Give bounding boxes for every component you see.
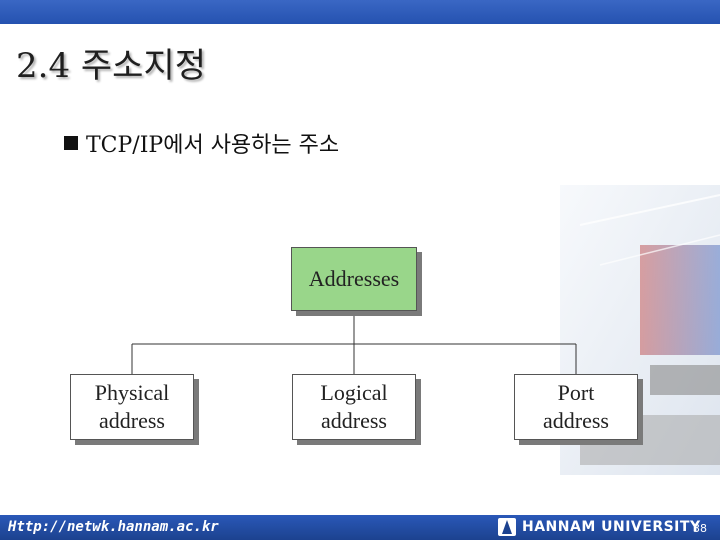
physical-address-label-line1: Physical <box>95 379 170 407</box>
university-name: HANNAM UNIVERSITY <box>522 519 701 535</box>
physical-address-label-line2: address <box>99 407 165 435</box>
logical-address-label-line1: Logical <box>320 379 387 407</box>
footer-url: Http://netwk.hannam.ac.kr <box>8 519 219 535</box>
logical-address-label-line2: address <box>321 407 387 435</box>
port-address-box: Port address <box>514 374 638 440</box>
logical-address-box: Logical address <box>292 374 416 440</box>
port-address-label-line2: address <box>543 407 609 435</box>
university-logo-icon <box>498 518 516 536</box>
port-address-label-line1: Port <box>558 379 595 407</box>
addresses-label: Addresses <box>309 265 399 293</box>
addresses-box: Addresses <box>291 247 417 311</box>
physical-address-box: Physical address <box>70 374 194 440</box>
page-number: 38 <box>693 522 707 535</box>
footer-bar: Http://netwk.hannam.ac.kr HANNAM UNIVERS… <box>0 515 720 540</box>
